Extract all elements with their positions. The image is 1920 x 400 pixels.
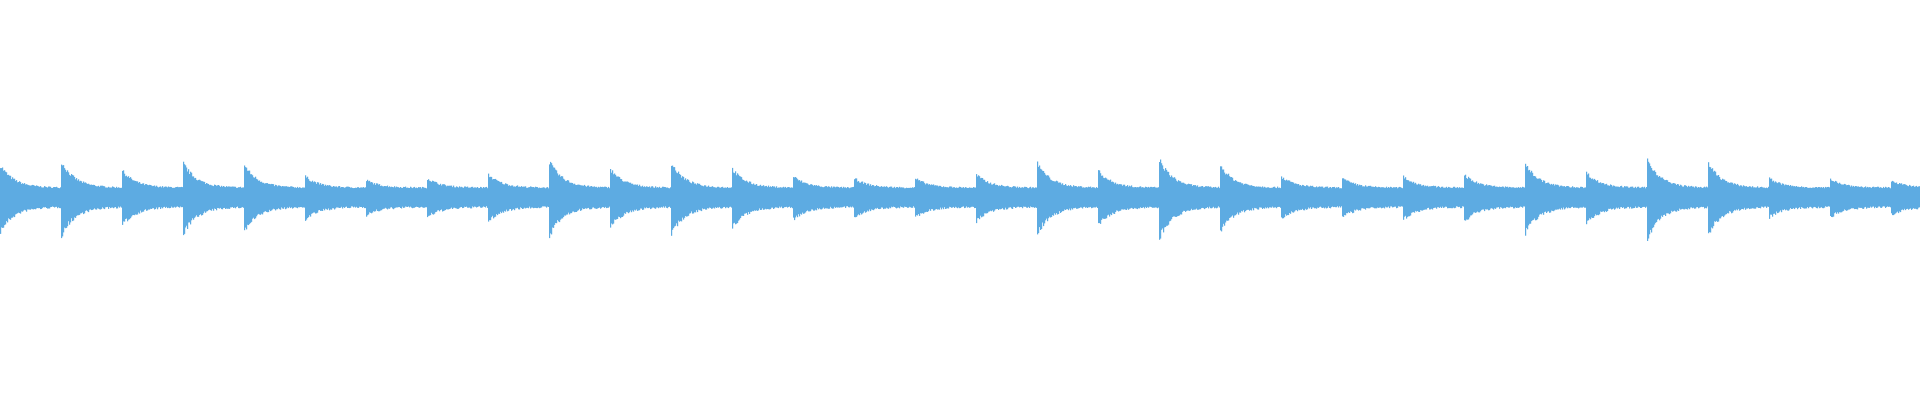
beat-26 (1525, 163, 1587, 236)
beat-9 (488, 173, 550, 222)
beat-14 (793, 177, 855, 221)
beat-5 (244, 165, 306, 231)
beat-13 (732, 167, 794, 229)
beat-23 (1342, 178, 1404, 217)
beat-3 (122, 170, 184, 225)
beat-17 (976, 174, 1038, 224)
beat-18 (1037, 161, 1099, 235)
beat-29 (1708, 162, 1770, 234)
beat-25 (1464, 174, 1526, 221)
beat-15 (854, 178, 916, 218)
beat-8 (427, 179, 489, 218)
beat-21 (1220, 166, 1282, 232)
beat-19 (1098, 170, 1160, 224)
beat-32 (1891, 180, 1920, 216)
beat-28 (1647, 158, 1709, 241)
beat-24 (1403, 175, 1465, 220)
beat-12 (671, 165, 733, 236)
beat-7 (366, 179, 428, 217)
beat-10 (549, 161, 611, 239)
beat-30 (1769, 177, 1831, 219)
beat-2 (61, 164, 123, 239)
beat-4 (183, 161, 245, 236)
beat-27 (1586, 171, 1648, 225)
beat-1 (0, 167, 62, 234)
beat-16 (915, 178, 977, 217)
beat-20 (1159, 159, 1221, 240)
beat-31 (1830, 178, 1892, 218)
beat-6 (305, 175, 367, 221)
beat-22 (1281, 176, 1343, 219)
beat-11 (610, 169, 672, 228)
